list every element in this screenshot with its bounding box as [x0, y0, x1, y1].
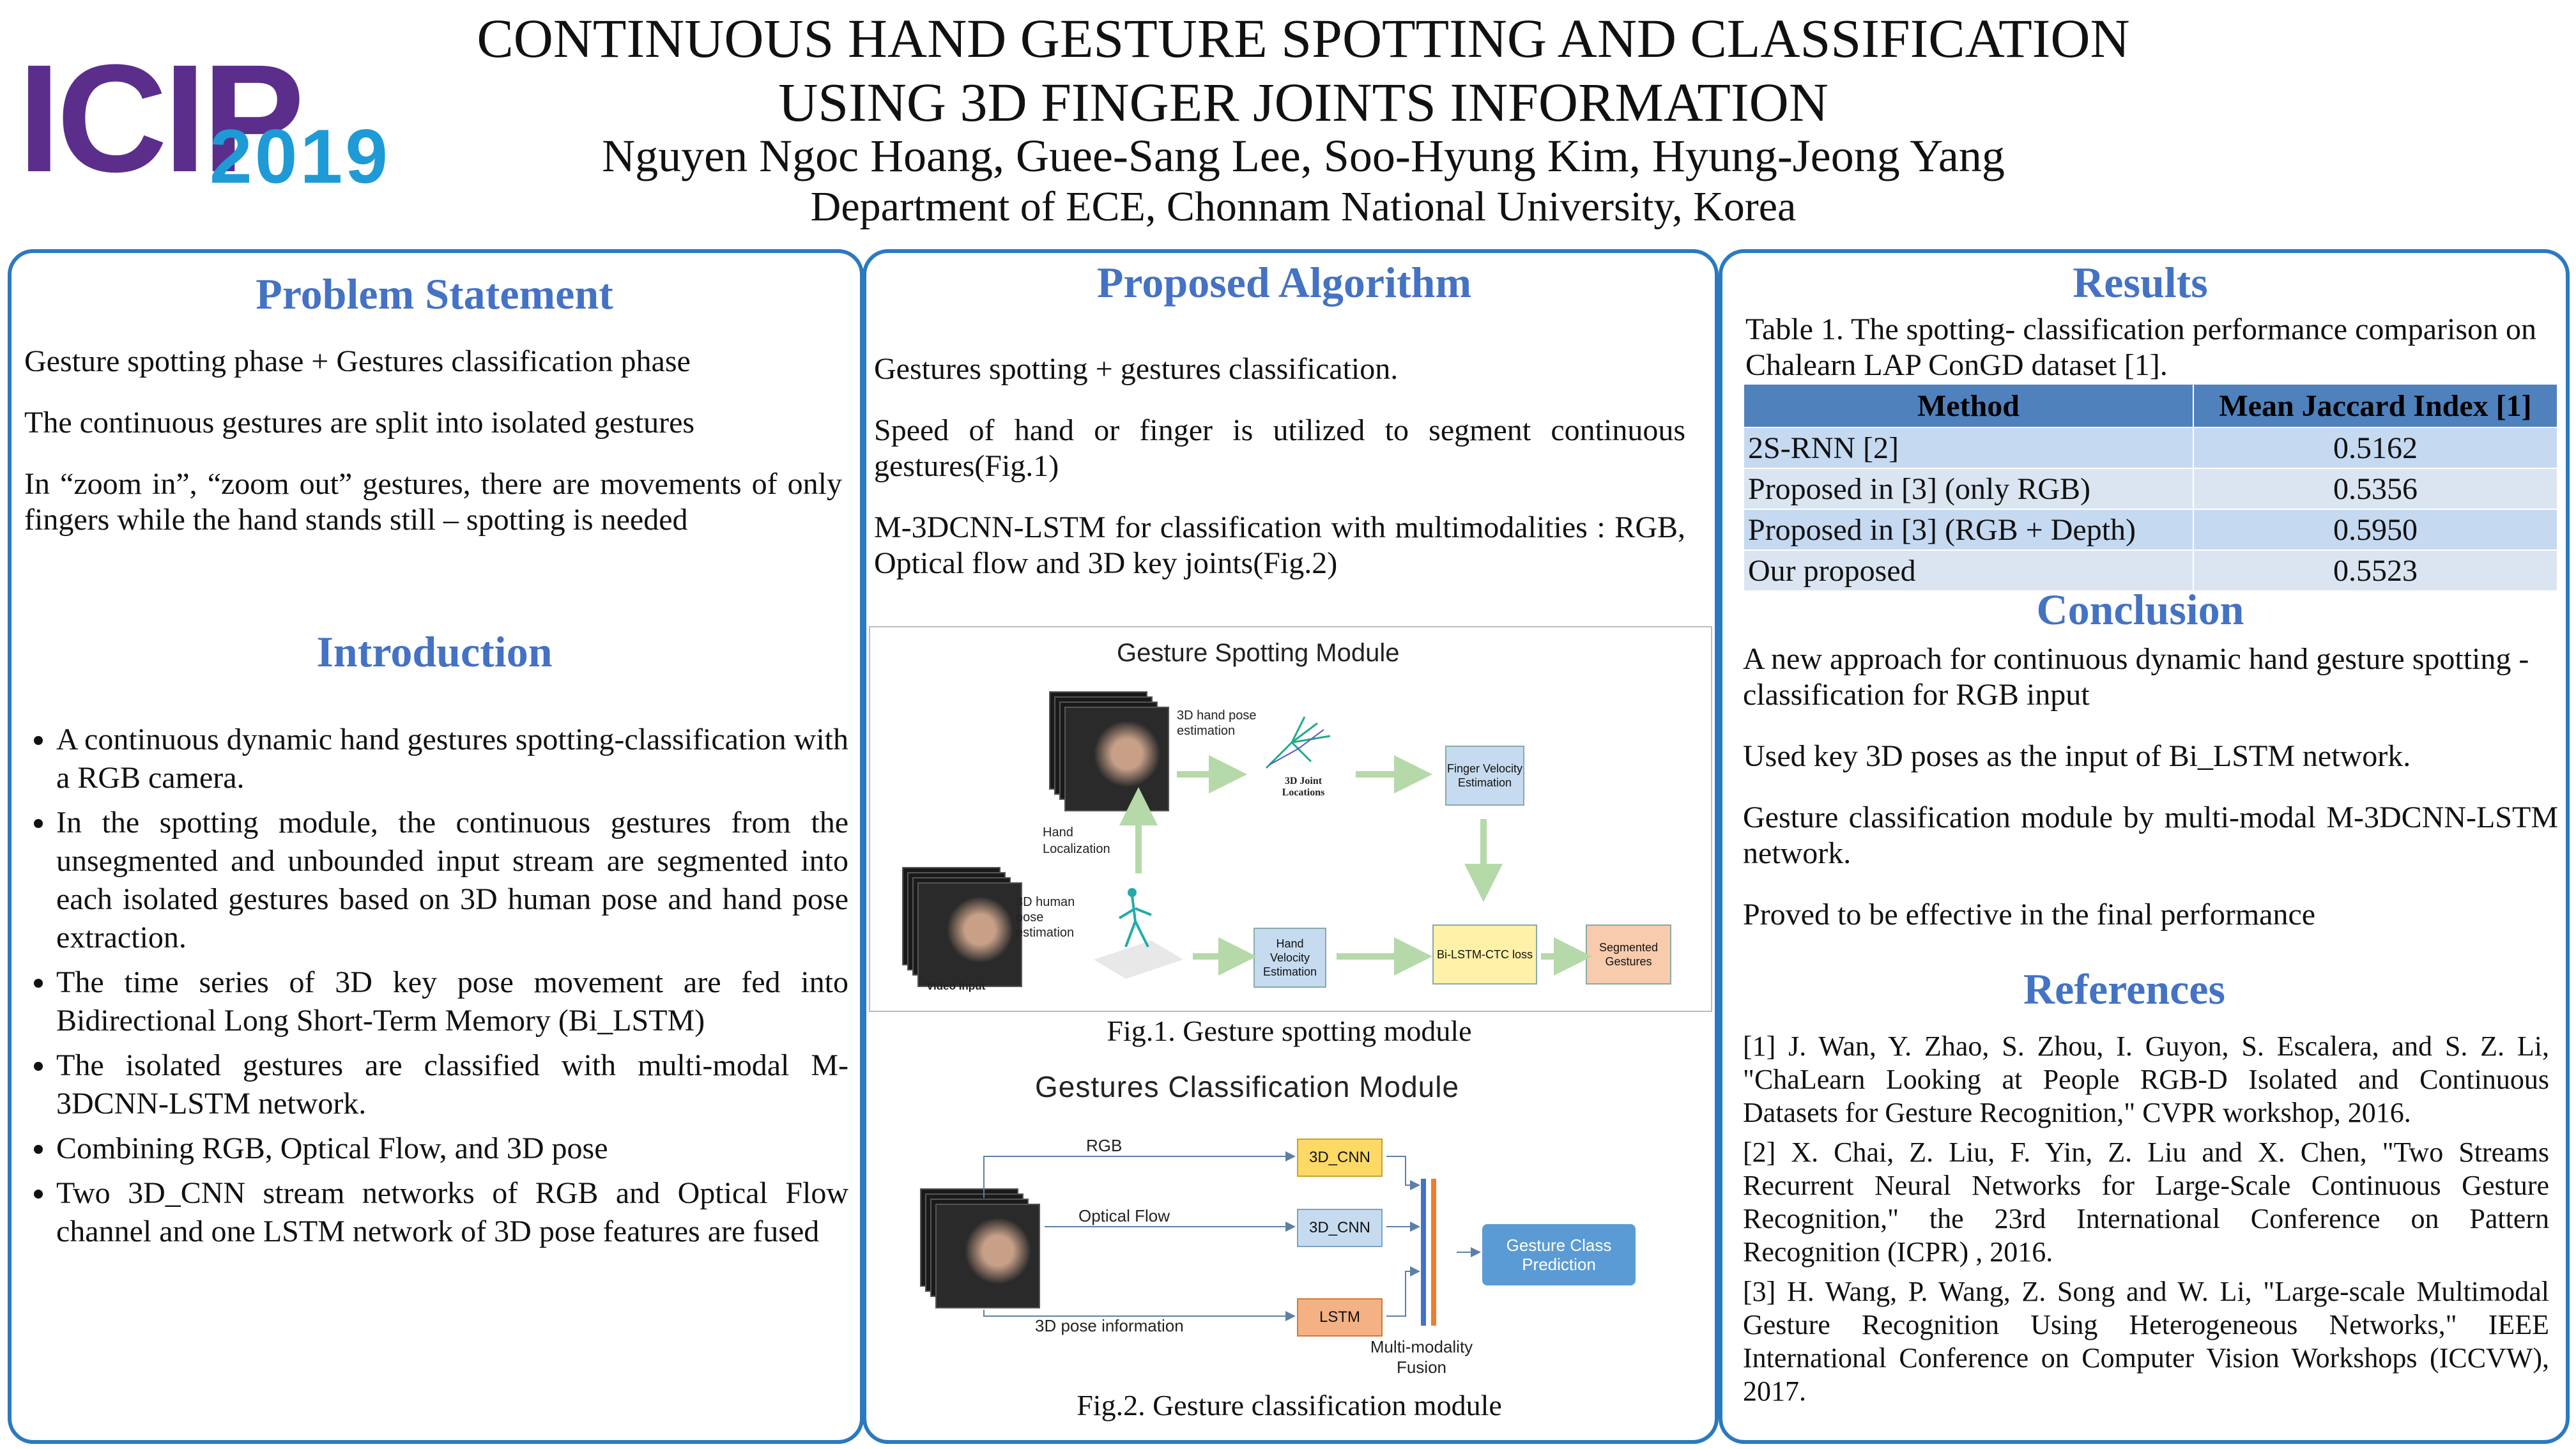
bilstm-box: Bi-LSTM-CTC loss	[1432, 924, 1537, 985]
poster-title: CONTINUOUS HAND GESTURE SPOTTING AND CLA…	[409, 6, 2198, 134]
finger-velocity-box: Finger Velocity Estimation	[1445, 746, 1524, 806]
table-row: Our proposed 0.5523	[1743, 549, 2558, 592]
intro-heading: Introduction	[316, 627, 553, 676]
table-cell-method: Proposed in [3] (only RGB)	[1743, 468, 2194, 510]
intro-bullet: Combining RGB, Optical Flow, and 3D pose	[56, 1130, 848, 1168]
lstm-box: LSTM	[1297, 1298, 1383, 1337]
algorithm-p1: Gestures spotting + gestures classificat…	[874, 352, 1399, 386]
fig2-pose-info-label: 3D pose information	[1035, 1316, 1184, 1335]
fig1-title: Gesture Spotting Module	[1117, 639, 1400, 667]
fig1-hand-pose-label: 3D hand pose estimation	[1177, 709, 1257, 738]
reference-item: [2] X. Chai, Z. Liu, F. Yin, Z. Liu and …	[1743, 1137, 2549, 1268]
left-panel	[8, 249, 864, 1444]
results-caption: Table 1. The spotting- classification pe…	[1745, 312, 2537, 382]
conclusion-p1: A new approach for continuous dynamic ha…	[1743, 642, 2529, 712]
hand-velocity-box: Hand Velocity Estimation	[1254, 928, 1326, 988]
reference-item: [1] J. Wan, Y. Zhao, S. Zhou, I. Guyon, …	[1743, 1031, 2549, 1128]
algorithm-p2: Speed of hand or finger is utilized to s…	[874, 413, 1685, 483]
algorithm-heading: Proposed Algorithm	[1096, 258, 1472, 307]
conclusion-p4: Proved to be effective in the final perf…	[1743, 898, 2316, 931]
fig1-caption: Fig.1. Gesture spotting module	[1107, 1015, 1472, 1047]
problem-heading: Problem Statement	[256, 270, 613, 318]
logo-text: ICIP	[18, 33, 305, 204]
table-row: 2S-RNN [2] 0.5162	[1743, 427, 2558, 469]
fig2-optical-flow-label: Optical Flow	[1078, 1206, 1170, 1225]
table-header: Mean Jaccard Index [1]	[2193, 383, 2558, 428]
algorithm-p3: M-3DCNN-LSTM for classification with mul…	[874, 510, 1685, 580]
table-cell-value: 0.5950	[2193, 509, 2558, 551]
affiliation: Department of ECE, Chonnam National Univ…	[810, 183, 1797, 230]
conclusion-heading: Conclusion	[2036, 585, 2244, 634]
intro-bullet: A continuous dynamic hand gestures spott…	[56, 721, 848, 797]
intro-bullets: A continuous dynamic hand gestures spott…	[18, 721, 848, 1257]
intro-bullet: Two 3D_CNN stream networks of RGB and Op…	[56, 1174, 848, 1251]
reference-item: [3] H. Wang, P. Wang, Z. Song and W. Li,…	[1743, 1276, 2549, 1407]
fig2-arrows	[983, 1151, 1481, 1326]
problem-p2: The continuous gestures are split into i…	[24, 406, 695, 440]
fig1-hand-localization-label: Hand Localization	[1043, 825, 1110, 856]
fig1-joints-label: 3D Joint Locations	[1282, 776, 1325, 798]
fig2-caption: Fig.2. Gesture classification module	[1077, 1389, 1502, 1422]
hand-joints-icon	[1265, 716, 1331, 769]
table-header-row: Method Mean Jaccard Index [1]	[1743, 383, 2558, 428]
conclusion-p3: Gesture classification module by multi-m…	[1743, 801, 2558, 870]
cnn-flow-box: 3D_CNN	[1297, 1209, 1383, 1247]
figure-1-diagram: Gesture Spotting Module 3D hand pose est…	[869, 626, 1712, 1012]
table-cell-method: Our proposed	[1743, 549, 2194, 592]
problem-p3: In “zoom in”, “zoom out” gestures, there…	[24, 467, 842, 537]
table-cell-value: 0.5162	[2193, 427, 2558, 469]
title-line-1: CONTINUOUS HAND GESTURE SPOTTING AND CLA…	[477, 8, 2130, 69]
human-pose-icon	[1094, 888, 1183, 979]
results-table: Method Mean Jaccard Index [1] 2S-RNN [2]…	[1743, 383, 2558, 592]
figure-2-diagram: Gestures Classification Module RGB Optic…	[869, 1061, 1710, 1406]
table-cell-method: 2S-RNN [2]	[1743, 427, 2194, 469]
conference-logo: ICIP 2019	[18, 38, 408, 198]
fig1-human-pose-label: 3D human pose estimation	[1016, 895, 1075, 940]
authors: Nguyen Ngoc Hoang, Guee-Sang Lee, Soo-Hy…	[602, 130, 2005, 181]
fig1-video-input-label: Video Input	[926, 980, 986, 992]
intro-bullet: The time series of 3D key pose movement …	[56, 963, 848, 1040]
fig2-title: Gestures Classification Module	[1035, 1070, 1460, 1103]
conclusion-p2: Used key 3D poses as the input of Bi_LST…	[1743, 739, 2411, 773]
intro-bullet: The isolated gestures are classified wit…	[56, 1046, 848, 1123]
table-cell-method: Proposed in [3] (RGB + Depth)	[1743, 509, 2194, 551]
table-cell-value: 0.5356	[2193, 468, 2558, 510]
table-cell-value: 0.5523	[2193, 549, 2558, 592]
title-line-2: USING 3D FINGER JOINTS INFORMATION	[778, 72, 1828, 133]
problem-p1: Gesture spotting phase + Gestures classi…	[24, 344, 691, 378]
cnn-rgb-box: 3D_CNN	[1297, 1138, 1383, 1177]
table-row: Proposed in [3] (only RGB) 0.5356	[1743, 468, 2558, 510]
fig1-arrows	[1119, 755, 1592, 976]
segmented-gestures-box: Segmented Gestures	[1586, 924, 1671, 985]
intro-bullet: In the spotting module, the continuous g…	[56, 804, 848, 957]
fig2-rgb-label: RGB	[1086, 1136, 1123, 1155]
results-heading: Results	[2073, 258, 2208, 307]
table-header: Method	[1743, 383, 2194, 428]
fig2-fusion-label: Multi-modality Fusion	[1370, 1337, 1473, 1377]
table-row: Proposed in [3] (RGB + Depth) 0.5950	[1743, 509, 2558, 551]
logo-year: 2019	[210, 114, 390, 199]
prediction-box: Gesture Class Prediction	[1482, 1224, 1636, 1285]
references-heading: References	[2023, 965, 2225, 1013]
